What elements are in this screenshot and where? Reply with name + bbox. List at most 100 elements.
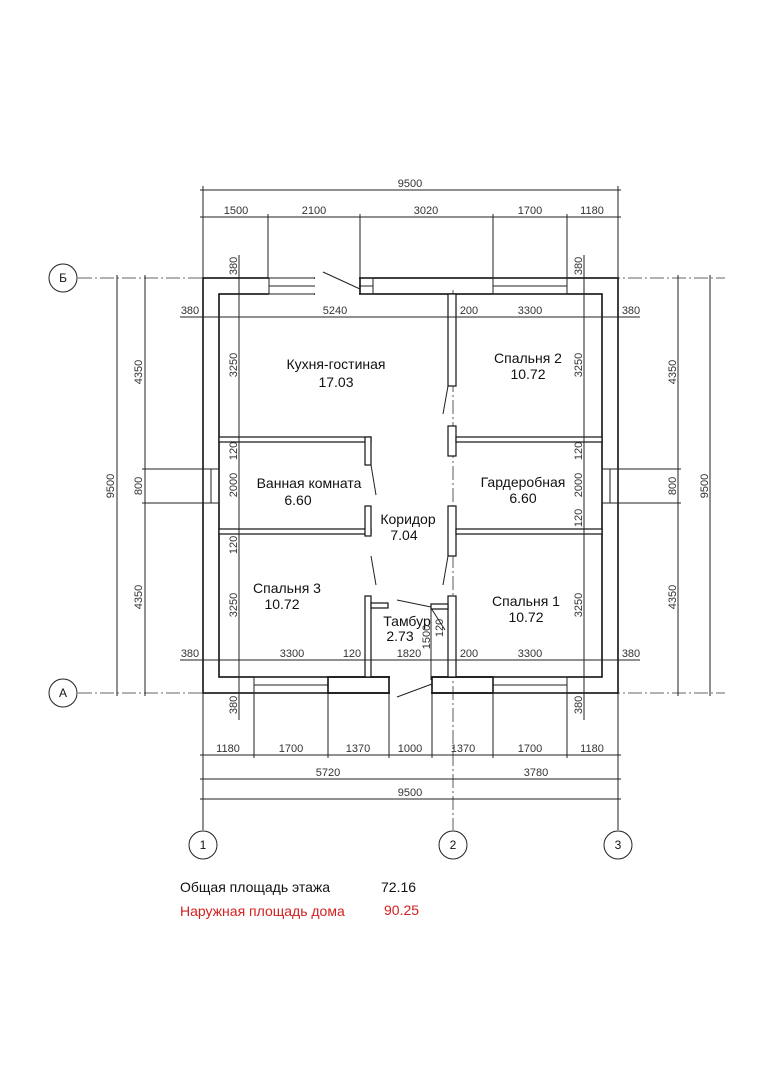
drawing-line bbox=[370, 555, 377, 586]
dimension-label: 1700 bbox=[518, 743, 542, 755]
drawing-line bbox=[390, 676, 431, 695]
dimension-label: 1500 bbox=[421, 625, 433, 649]
dimension-label: Тамбур bbox=[383, 613, 431, 629]
axis-2-label: 2 bbox=[450, 838, 457, 852]
room-bedroom-2: Спальня 2 10.72 bbox=[494, 350, 562, 382]
dimension-label: Ванная комната bbox=[257, 475, 362, 491]
axis-a-marker bbox=[48, 678, 78, 708]
drawing-line bbox=[370, 602, 389, 609]
drawing-line bbox=[447, 505, 457, 557]
dimension-label: 3020 bbox=[414, 205, 438, 217]
dimension-label: 10.72 bbox=[264, 596, 299, 612]
drawing-line bbox=[218, 528, 372, 535]
drawing-line bbox=[364, 505, 372, 537]
dimension-label: 3300 bbox=[518, 305, 542, 317]
drawing-line bbox=[327, 676, 390, 694]
dimensions-top: 9500 1500 2100 3020 1700 1180 bbox=[200, 178, 621, 278]
dimensions-bottom: 1180 1700 1370 1000 1370 1700 1180 5720 … bbox=[200, 693, 621, 800]
dimension-label: 3300 bbox=[280, 648, 304, 660]
drawing-line bbox=[455, 528, 603, 535]
drawing-line bbox=[370, 464, 377, 496]
dimension-label: 9500 bbox=[105, 474, 117, 498]
dimensions-left: 4350 800 4350 9500 bbox=[105, 275, 203, 696]
axis-3-label: 3 bbox=[615, 838, 622, 852]
dimension-label: 4350 bbox=[133, 360, 145, 384]
dimension-label: Спальня 1 bbox=[492, 593, 560, 609]
dimension-label: 120 bbox=[343, 648, 361, 660]
dimension-label: 1370 bbox=[451, 743, 475, 755]
dimension-label: 380 bbox=[228, 257, 240, 275]
interior-walls bbox=[218, 293, 603, 678]
dimension-label: 3250 bbox=[228, 593, 240, 617]
dimension-label: 1820 bbox=[397, 648, 421, 660]
drawing-line bbox=[430, 603, 449, 610]
dimensions-inner-right: 380 3250 120 2000 120 3250 380 bbox=[573, 255, 585, 720]
dimension-label: 1180 bbox=[580, 743, 604, 755]
dimension-label: 800 bbox=[667, 477, 679, 495]
dimension-label: 200 bbox=[460, 648, 478, 660]
axis-1-marker bbox=[188, 830, 218, 860]
dimension-label: 120 bbox=[573, 509, 585, 527]
entrance-door-bottom bbox=[396, 683, 433, 698]
drawing-line bbox=[442, 385, 449, 415]
dimension-label: 9500 bbox=[398, 178, 422, 190]
dimension-label: Коридор bbox=[380, 511, 436, 527]
axis-3-marker bbox=[603, 830, 633, 860]
dimension-label: 9500 bbox=[398, 787, 422, 799]
room-kitchen-living: Кухня-гостиная 17.03 bbox=[286, 356, 385, 390]
dimension-label: 380 bbox=[181, 648, 199, 660]
dimension-label: 5240 bbox=[323, 305, 347, 317]
drawing-line bbox=[447, 595, 457, 678]
dimension-label: 2100 bbox=[302, 205, 326, 217]
room-bathroom: Ванная комната 6.60 bbox=[257, 475, 362, 508]
drawing-line bbox=[315, 276, 359, 295]
entrance-door-top bbox=[322, 271, 361, 290]
drawing-line bbox=[431, 676, 494, 694]
dimension-label: 120 bbox=[573, 442, 585, 460]
interior-doors bbox=[370, 385, 449, 631]
axis-2-marker bbox=[438, 830, 468, 860]
dimension-label: 9500 bbox=[699, 474, 711, 498]
room-corridor: Коридор 7.04 bbox=[380, 511, 436, 543]
room-vestibule: Тамбур 2.73 bbox=[383, 613, 431, 644]
dimension-label: Гардеробная bbox=[481, 474, 566, 490]
drawing-line bbox=[447, 293, 457, 387]
area-summary: Общая площадь этажа 72.16 Наружная площа… bbox=[180, 879, 419, 919]
outer-area-value: 90.25 bbox=[384, 902, 419, 918]
dimension-label: 2000 bbox=[573, 473, 585, 497]
exterior-walls bbox=[202, 271, 619, 698]
dimension-label: 6.60 bbox=[509, 490, 536, 506]
drawing-line bbox=[455, 436, 603, 443]
dimension-label: 3300 bbox=[518, 648, 542, 660]
drawing-line bbox=[396, 599, 432, 608]
room-wardrobe: Гардеробная 6.60 bbox=[481, 474, 566, 506]
dimension-label: 1180 bbox=[580, 205, 604, 217]
dimension-label: 3250 bbox=[228, 353, 240, 377]
dimension-label: 380 bbox=[573, 257, 585, 275]
dimensions-right: 4350 800 4350 9500 bbox=[618, 275, 711, 696]
drawing-line bbox=[218, 436, 372, 443]
dimension-label: 2000 bbox=[228, 473, 240, 497]
dimension-label: 4350 bbox=[133, 585, 145, 609]
drawing-line bbox=[442, 555, 449, 586]
drawing-line bbox=[364, 595, 372, 678]
room-bedroom-3: Спальня 3 10.72 bbox=[253, 580, 321, 612]
dimension-label: 1700 bbox=[279, 743, 303, 755]
dimension-label: 2.73 bbox=[386, 628, 413, 644]
dimensions-inner-left: 380 3250 120 2000 120 3250 380 bbox=[228, 255, 240, 720]
dimensions-inner-top: 380 5240 200 3300 380 bbox=[180, 305, 640, 318]
dimension-label: 120 bbox=[228, 442, 240, 460]
dimension-label: 120 bbox=[434, 619, 446, 637]
drawing-line bbox=[447, 425, 457, 457]
dimension-label: 380 bbox=[181, 305, 199, 317]
floor-area-value: 72.16 bbox=[381, 879, 416, 895]
dimension-label: 380 bbox=[622, 648, 640, 660]
dimensions-inner-bottom: 380 3300 120 1820 200 3300 380 bbox=[180, 648, 640, 661]
dimension-label: 6.60 bbox=[284, 492, 311, 508]
dimension-label: 10.72 bbox=[510, 366, 545, 382]
axis-a-label: А bbox=[59, 686, 67, 700]
floor-area-label: Общая площадь этажа bbox=[180, 879, 330, 895]
dimension-label: 17.03 bbox=[318, 374, 353, 390]
room-bedroom-1: Спальня 1 10.72 bbox=[492, 593, 560, 625]
